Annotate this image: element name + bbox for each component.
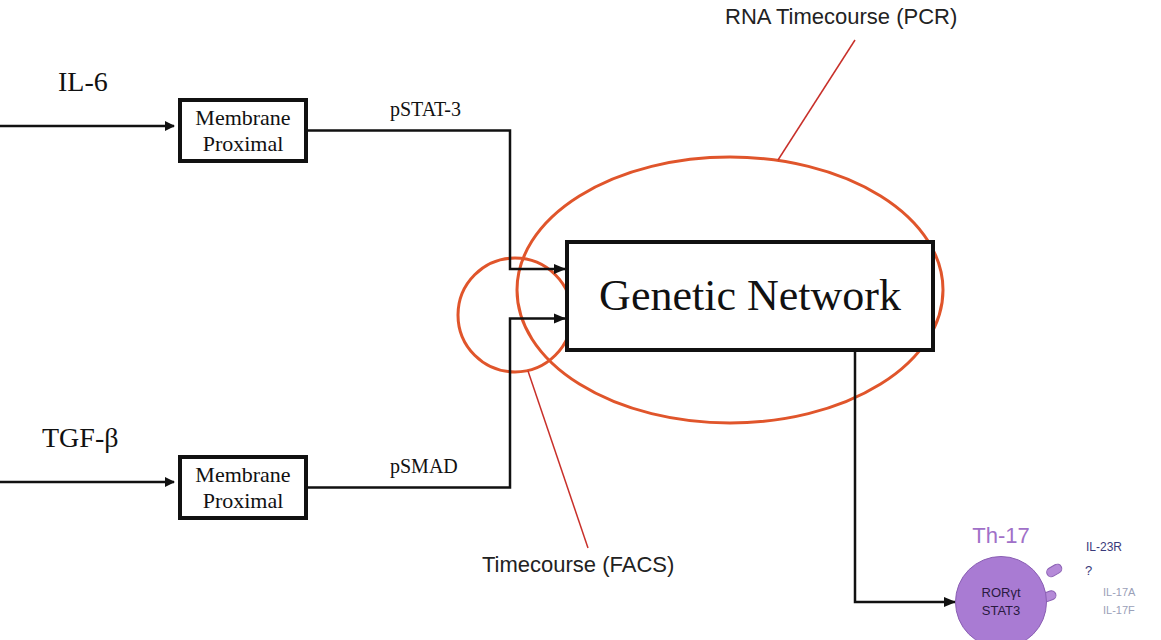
input-label: TGF-β (42, 422, 118, 454)
receptor-symbol (1045, 563, 1063, 579)
cell-text: RORγt STAT3 (975, 584, 1027, 619)
signal-label: pSMAD (388, 455, 460, 478)
input-arrow (0, 125, 174, 128)
facs-circle (458, 258, 572, 372)
box-text: Membrane Proximal (188, 462, 298, 513)
process-box: Membrane Proximal (178, 98, 308, 163)
input-arrow (0, 481, 174, 484)
cell-heading: Th-17 (972, 523, 1029, 549)
receptor-label: IL-23R (1086, 540, 1122, 554)
box-text: Genetic Network (599, 271, 901, 322)
pcr-ellipse (517, 157, 943, 423)
callout-label: Timecourse (FACS) (482, 552, 674, 578)
cytokine-label: IL-17F (1103, 604, 1135, 616)
input-label: IL-6 (58, 66, 108, 98)
cell-circle: Th-17RORγt STAT3 (955, 556, 1047, 640)
box-text: Membrane Proximal (188, 105, 298, 156)
signal-label: pSTAT-3 (388, 98, 463, 121)
callout-label: RNA Timecourse (PCR) (725, 4, 957, 30)
signal-connector (308, 131, 565, 270)
process-box: Membrane Proximal (178, 455, 308, 520)
cytokine-label: IL-17A (1103, 586, 1135, 598)
process-box: Genetic Network (565, 240, 935, 352)
receptor-label: ? (1085, 563, 1092, 578)
signal-connector (855, 352, 955, 602)
leader-line (528, 371, 588, 548)
leader-line (778, 40, 855, 160)
signal-connector (308, 318, 565, 487)
